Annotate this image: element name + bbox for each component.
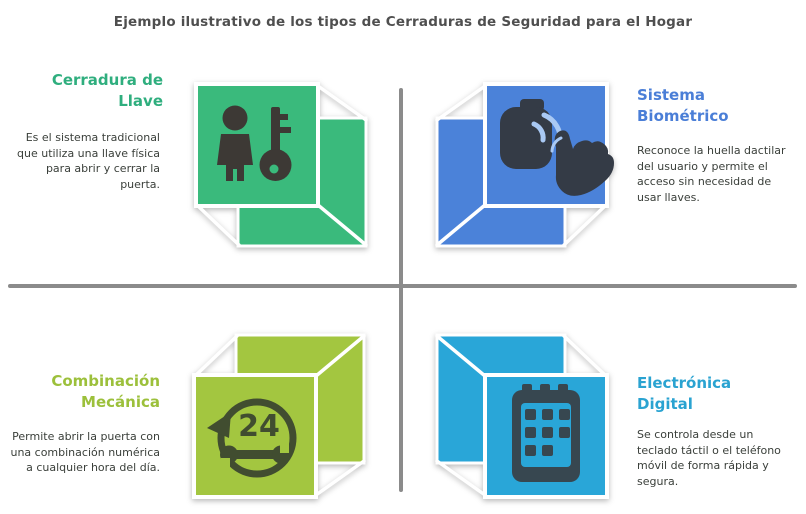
heading-line: Cerradura de: [51, 71, 163, 89]
quadrant-digital-body: Se controla desde un teclado táctil o el…: [637, 428, 781, 488]
vertical-divider: [399, 88, 403, 492]
cube: [194, 82, 368, 248]
quadrant-key-lock-body: Es el sistema tradicional que utiliza un…: [17, 131, 160, 191]
heading-line: Llave: [118, 92, 163, 110]
heading-line: Biométrico: [637, 107, 729, 125]
quadrant-biometric-body: Reconoce la huella dactilar del usuario …: [637, 144, 786, 204]
page-title: Ejemplo ilustrativo de los tipos de Cerr…: [113, 14, 693, 30]
heading-line: Sistema: [637, 86, 705, 104]
quadrant-biometric-heading: Sistema Biométrico: [637, 85, 799, 127]
quadrant-mechanical-body: Permite abrir la puerta con una combinac…: [10, 430, 160, 474]
quadrant-digital-heading: Electrónica Digital: [637, 373, 799, 415]
24-hours-icon: 24: [207, 398, 297, 478]
heading-line: Combinación: [51, 372, 160, 390]
quadrant-mechanical-heading: Combinación Mecánica: [8, 371, 160, 413]
heading-line: Digital: [637, 395, 693, 413]
heading-line: Mecánica: [81, 393, 160, 411]
cyan-cube-graphic: [435, 333, 609, 499]
quadrant-key-lock-heading: Cerradura de Llave: [8, 70, 163, 112]
keypad-icon: [512, 384, 580, 482]
icon-number: 24: [238, 409, 280, 444]
green-cube-graphic: [194, 82, 368, 248]
blue-cube-graphic: [435, 82, 614, 248]
hand-touch-icon: [500, 99, 614, 196]
person-key-icon: [217, 105, 292, 181]
olive-cube-graphic: 24: [192, 333, 366, 499]
horizontal-divider: [8, 284, 797, 288]
heading-line: Electrónica: [637, 374, 732, 392]
